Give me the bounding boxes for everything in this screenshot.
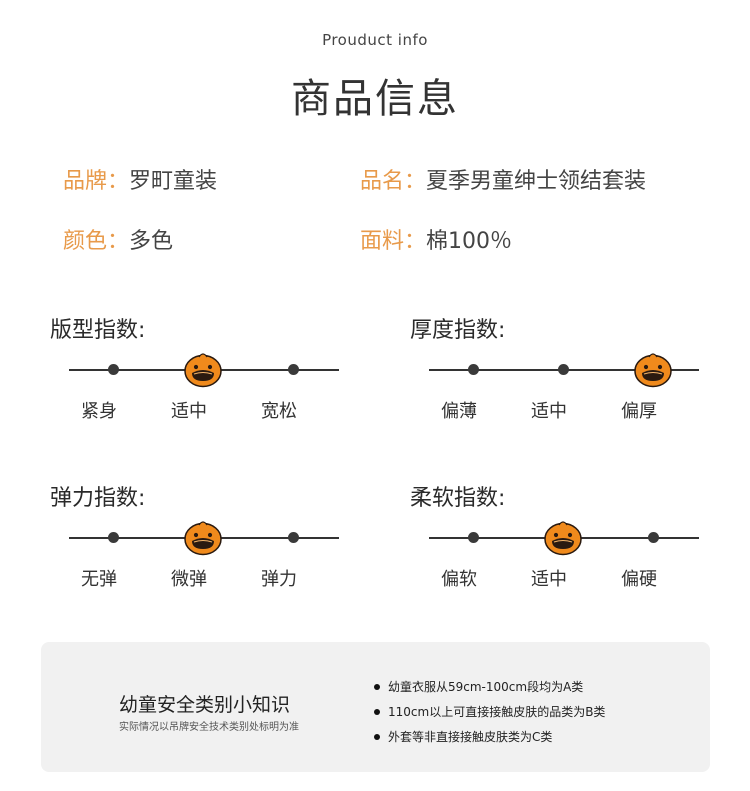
attr-brand: 品牌：罗町童装 [63,163,217,195]
attr-brand-value: 罗町童装 [129,169,218,194]
product-info-subtitle: Prouduct info [322,31,428,49]
scale-label: 适中 [531,401,567,422]
bullet-dot-icon [374,683,380,690]
safety-knowledge-title: 幼童安全类别小知识 [119,694,291,716]
thickness-index-title: 厚度指数: [410,318,506,343]
fit-index: 版型指数: 紧身 适中 宽松 [50,312,339,452]
elasticity-index: 弹力指数: 无弹 微弹 弹力 [50,480,339,620]
fit-index-title: 版型指数: [50,318,146,343]
scale-label: 紧身 [81,401,117,422]
attr-fabric-key: 面料： [360,229,427,254]
safety-bullet-text: 外套等非直接接触皮肤类为C类 [388,730,553,744]
attr-fabric: 面料：棉100％ [360,223,512,255]
scale-label: 偏厚 [621,401,657,422]
scale-dot [108,532,119,543]
scale-dot [288,364,299,375]
duck-marker-icon [183,518,223,556]
attr-color-value: 多色 [129,229,174,254]
safety-bullet: 110cm以上可直接接触皮肤的品类为B类 [374,703,605,720]
duck-marker-icon [633,350,673,388]
attr-product-name: 品名：夏季男童绅士领结套装 [360,163,646,195]
scale-label: 弹力 [261,569,297,590]
attr-brand-key: 品牌： [63,169,130,194]
attr-color-key: 颜色： [63,229,130,254]
scale-label: 适中 [171,401,207,422]
safety-bullet-text: 幼童衣服从59cm-100cm段均为A类 [388,680,584,694]
bullet-dot-icon [374,733,380,740]
elasticity-index-title: 弹力指数: [50,486,146,511]
safety-knowledge-note: 实际情况以吊牌安全技术类别处标明为准 [119,722,299,733]
safety-bullet: 外套等非直接接触皮肤类为C类 [374,728,552,745]
scale-dot [288,532,299,543]
duck-marker-icon [183,350,223,388]
duck-marker-icon [543,518,583,556]
scale-dot [108,364,119,375]
scale-label: 无弹 [81,569,117,590]
scale-dot [468,532,479,543]
attr-product-name-key: 品名： [360,169,427,194]
safety-knowledge-box: 幼童安全类别小知识 实际情况以吊牌安全技术类别处标明为准 幼童衣服从59cm-1… [41,642,710,772]
scale-dot [648,532,659,543]
product-info-title: 商品信息 [291,76,459,122]
attr-fabric-value: 棉100％ [426,229,513,254]
softness-index: 柔软指数: 偏软 适中 偏硬 [410,480,699,620]
scale-dot [468,364,479,375]
scale-label: 偏软 [441,569,477,590]
scale-label: 宽松 [261,401,297,422]
safety-bullet: 幼童衣服从59cm-100cm段均为A类 [374,678,583,695]
safety-bullet-text: 110cm以上可直接接触皮肤的品类为B类 [388,705,606,719]
scale-label: 偏薄 [441,401,477,422]
bullet-dot-icon [374,708,380,715]
attr-color: 颜色：多色 [63,223,173,255]
thickness-index: 厚度指数: 偏薄 适中 偏厚 [410,312,699,452]
scale-label: 微弹 [171,569,207,590]
attr-product-name-value: 夏季男童绅士领结套装 [426,169,647,194]
scale-label: 适中 [531,569,567,590]
scale-label: 偏硬 [621,569,657,590]
scale-dot [558,364,569,375]
softness-index-title: 柔软指数: [410,486,506,511]
